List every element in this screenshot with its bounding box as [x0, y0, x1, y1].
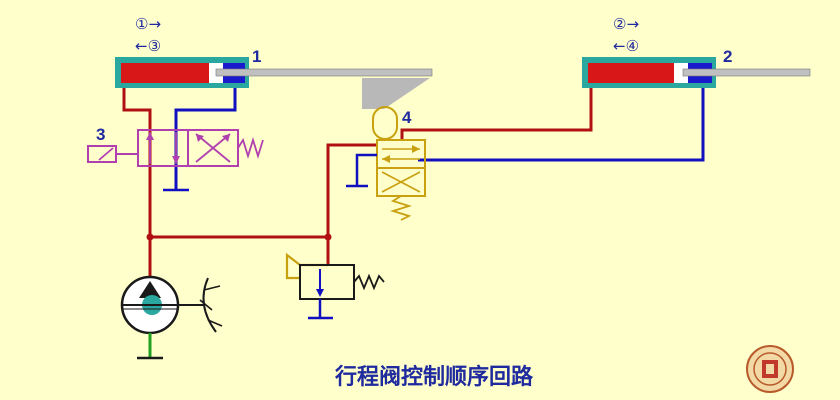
cylinder2-seq-bottom: ←④: [613, 37, 639, 55]
junction-dot-left: [146, 233, 154, 241]
valve3-label: 3: [96, 125, 105, 144]
tank-valve4: [346, 153, 377, 188]
pressure-lines: [122, 85, 593, 283]
solenoid-valve-3: 3: [87, 125, 264, 167]
cylinder1-rod: [215, 68, 433, 77]
relief-pilot-line: [285, 252, 328, 280]
pump-direction-triangle: [139, 281, 161, 298]
relief-valve-body: [299, 264, 355, 300]
valve4-label: 4: [402, 108, 412, 127]
valve4-spring: [389, 195, 413, 221]
cylinder2-rod: [682, 68, 811, 77]
junction-dot-right: [324, 233, 332, 241]
pressure-line-valve4: [326, 143, 377, 265]
valve4-roller: [372, 106, 398, 140]
cylinder1-label: 1: [252, 47, 261, 66]
return-lines: [174, 85, 705, 190]
pump-unit: [120, 275, 223, 360]
return-line-cylinder2: [418, 85, 705, 162]
valve3-spring: [237, 136, 264, 160]
cylinder1-seq-top: ①→: [135, 15, 161, 33]
cylinder1-rod-side-chamber: [121, 63, 209, 83]
relief-spring: [353, 273, 385, 291]
pressure-line-cylinder2: [400, 85, 593, 140]
cam-block: [362, 78, 430, 109]
valve4-upper-position: [376, 139, 426, 169]
relief-valve: [285, 252, 385, 320]
diagram-caption: 行程阀控制顺序回路: [334, 364, 534, 390]
cylinder-1: 1: [115, 47, 433, 88]
cylinder1-seq-bottom: ←③: [135, 37, 161, 55]
cylinder2-seq-top: ②→: [613, 15, 639, 33]
cylinder2-rod-side-chamber: [588, 63, 674, 83]
university-seal-logo: [746, 345, 794, 393]
cylinder-2: 2: [582, 47, 811, 88]
cylinder2-piston: [674, 63, 688, 83]
roller-valve-4: 4: [372, 106, 426, 221]
pressure-line-cylinder1: [122, 85, 152, 237]
cylinder2-label: 2: [723, 47, 732, 66]
